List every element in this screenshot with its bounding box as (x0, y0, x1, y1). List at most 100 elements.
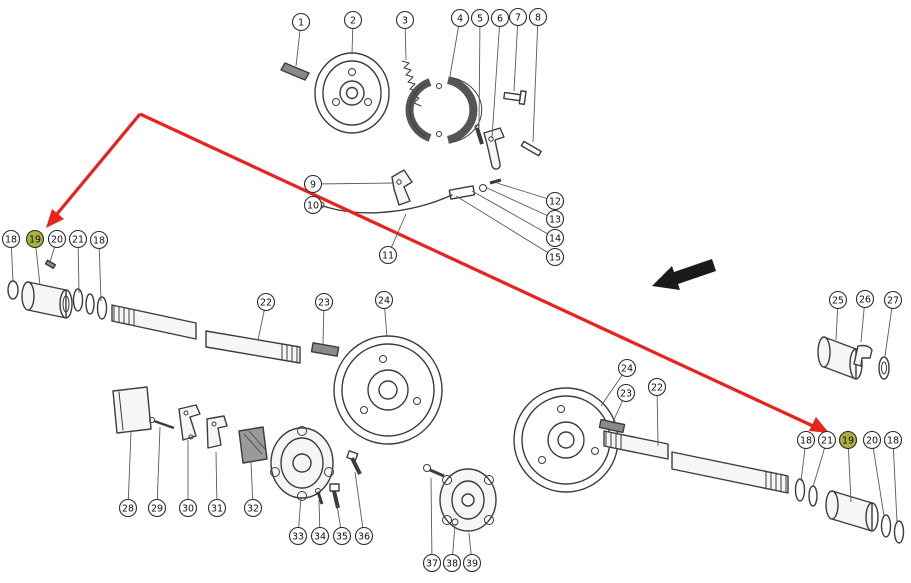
callout-24: 24 (617, 358, 637, 378)
seal-ring-part-left (7, 280, 19, 300)
cotter-pin-part (149, 417, 175, 430)
callout-14: 14 (545, 228, 565, 248)
wheel-hub-part (270, 426, 334, 501)
svg-text:3: 3 (402, 15, 408, 26)
svg-text:38: 38 (446, 558, 458, 569)
callout-23: 23 (314, 292, 334, 312)
stud-part-34 (315, 488, 324, 505)
leader-line-18 (892, 439, 898, 523)
leader-line-12 (496, 182, 556, 202)
svg-text:21: 21 (72, 234, 84, 245)
svg-text:39: 39 (466, 558, 478, 569)
callout-19-highlighted: 19 (838, 430, 858, 450)
svg-text:9: 9 (310, 179, 316, 190)
callout-22: 22 (256, 292, 276, 312)
svg-text:35: 35 (336, 531, 348, 542)
drive-shaft-part-right-1 (603, 430, 669, 460)
callout-4: 4 (450, 8, 470, 28)
svg-text:30: 30 (182, 503, 194, 514)
bolt-part-35 (329, 483, 340, 509)
callout-18: 18 (1, 229, 21, 249)
callout-9: 9 (303, 174, 323, 194)
callout-22: 22 (647, 377, 667, 397)
svg-text:5: 5 (477, 13, 483, 24)
direction-arrow (652, 259, 716, 290)
callout-34: 34 (310, 526, 330, 546)
leader-line-14 (471, 190, 556, 239)
lock-plate-part (878, 356, 890, 380)
brake-shoes-part (405, 76, 483, 144)
svg-text:37: 37 (426, 558, 438, 569)
svg-text:18: 18 (93, 235, 105, 246)
svg-text:18: 18 (887, 435, 899, 446)
svg-text:18: 18 (5, 234, 17, 245)
callout-20: 20 (862, 430, 882, 450)
mounting-plate-part (112, 386, 152, 434)
svg-text:22: 22 (260, 297, 272, 308)
callout-36: 36 (354, 526, 374, 546)
svg-text:18: 18 (800, 435, 812, 446)
screw-part-37 (423, 464, 445, 478)
callout-1: 1 (291, 12, 311, 32)
leader-line-7 (513, 16, 519, 92)
callout-35: 35 (332, 526, 352, 546)
svg-text:24: 24 (378, 295, 390, 306)
bearing-housing-part (817, 336, 863, 380)
svg-text:21: 21 (821, 435, 833, 446)
bolt-part-36 (346, 450, 362, 475)
callout-27: 27 (883, 290, 903, 310)
callout-23: 23 (616, 383, 636, 403)
callout-25: 25 (828, 290, 848, 310)
cable-adjuster-part (448, 178, 502, 200)
leader-line-37 (430, 477, 433, 564)
callout-12: 12 (545, 191, 565, 211)
sleeve-key-part-left (44, 259, 57, 269)
svg-text:2: 2 (350, 15, 356, 26)
svg-text:33: 33 (292, 531, 304, 542)
svg-text:27: 27 (887, 295, 899, 306)
svg-text:13: 13 (549, 214, 561, 225)
shaft-key-part-left (310, 342, 340, 357)
spring-part (401, 60, 422, 107)
leader-line-18 (98, 239, 102, 302)
callout-10: 10 (303, 195, 323, 215)
callout-24: 24 (374, 290, 394, 310)
callout-33: 33 (288, 526, 308, 546)
callout-19-highlighted: 19 (25, 229, 45, 249)
callout-8: 8 (528, 7, 548, 27)
bolt-part-7 (503, 90, 527, 106)
callout-30: 30 (178, 498, 198, 518)
svg-text:20: 20 (866, 435, 878, 446)
bracket-part-30 (178, 404, 201, 441)
bearing-sleeve-part-left (21, 281, 73, 319)
svg-text:19: 19 (842, 435, 854, 446)
callout-11: 11 (378, 245, 398, 265)
svg-text:26: 26 (859, 294, 871, 305)
drive-shaft-part-left-2 (205, 330, 301, 364)
callout-18: 18 (796, 430, 816, 450)
callout-32: 32 (243, 498, 263, 518)
pin-part-8 (520, 140, 542, 157)
callout-26: 26 (855, 289, 875, 309)
callout-5: 5 (470, 8, 490, 28)
svg-text:28: 28 (122, 503, 134, 514)
svg-text:8: 8 (535, 12, 541, 23)
svg-text:6: 6 (497, 13, 503, 24)
hub-housing-part (439, 468, 497, 532)
svg-text:34: 34 (314, 531, 326, 542)
leader-line-5 (478, 17, 481, 127)
svg-text:32: 32 (247, 503, 259, 514)
svg-text:22: 22 (651, 382, 663, 393)
bearing-sleeve-part-right (825, 490, 879, 532)
svg-text:31: 31 (211, 503, 223, 514)
callout-39: 39 (462, 553, 482, 573)
leader-line-9 (312, 182, 395, 185)
brake-disc-part-left (333, 335, 443, 445)
svg-text:11: 11 (382, 250, 394, 261)
drive-shaft-part-right-2 (671, 451, 789, 494)
svg-text:19: 19 (29, 234, 41, 245)
callout-21: 21 (68, 229, 88, 249)
callout-2: 2 (343, 10, 363, 30)
